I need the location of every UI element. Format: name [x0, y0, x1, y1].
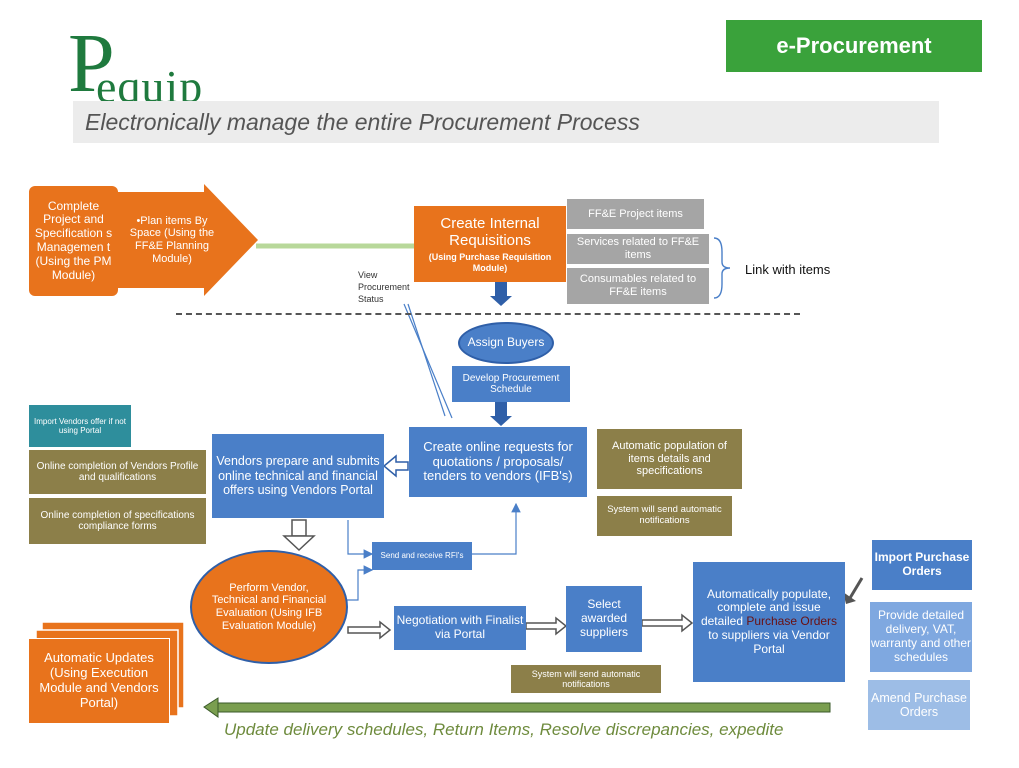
automatic-population-box: Automatic population of items details an…: [597, 429, 742, 489]
bottom-caption: Update delivery schedules, Return Items,…: [224, 720, 784, 739]
auto-populate-po-box: Automatically populate, complete and iss…: [693, 562, 845, 682]
arrow-requisitions-to-buyers-head: [490, 296, 512, 306]
perform-evaluation-ellipse: Perform Vendor, Technical and Financial …: [190, 550, 348, 664]
logo-letter-p: P: [68, 17, 115, 110]
arrow-schedule-to-requests: [495, 402, 507, 416]
amend-po-box: Amend Purchase Orders: [868, 680, 970, 730]
plan-items-arrow-shape: [118, 184, 258, 296]
arrow-select-to-po: [641, 613, 694, 633]
negotiation-box: Negotiation with Finalist via Portal: [394, 606, 526, 650]
consumables-related-box: Consumables related to FF&E items: [567, 268, 709, 304]
link-with-items-label: Link with items: [745, 262, 831, 277]
arrow-schedule-to-requests-head: [490, 416, 512, 426]
return-arrow-body: [217, 702, 831, 713]
arrow-negotiation-to-select: [525, 616, 568, 636]
create-requisitions-box: Create Internal Requisitions (Using Purc…: [414, 206, 566, 282]
online-specs-box: Online completion of specifications comp…: [29, 498, 206, 544]
complete-project-box: Complete Project and Specification s Man…: [29, 186, 118, 296]
view-status-line-1: [403, 303, 453, 419]
develop-schedule-box: Develop Procurement Schedule: [452, 366, 570, 402]
link-brace: [713, 237, 731, 299]
return-arrow-head: [203, 697, 219, 718]
online-vendor-profile-box: Online completion of Vendors Profile and…: [29, 450, 206, 494]
section-divider: [176, 313, 800, 315]
connector-rfi-to-requests: [472, 502, 521, 555]
purchase-orders-highlight: Purchase Orders: [746, 614, 838, 629]
provide-detailed-box: Provide detailed delivery, VAT, warranty…: [870, 602, 972, 672]
e-procurement-banner: e-Procurement: [726, 20, 982, 72]
vendors-prepare-box: Vendors prepare and submits online techn…: [212, 434, 384, 518]
arrow-requests-to-vendors: [382, 454, 409, 478]
arrow-requisitions-to-buyers: [495, 282, 507, 296]
create-online-requests-box: Create online requests for quotations / …: [409, 427, 587, 497]
create-requisitions-title: Create Internal Requisitions: [440, 214, 540, 250]
view-status-line-2: [407, 303, 446, 417]
system-notify-box-1: System will send automatic notifications: [597, 496, 732, 536]
select-suppliers-box: Select awarded suppliers: [566, 586, 642, 652]
ffe-project-items-box: FF&E Project items: [567, 199, 704, 229]
automatic-updates-box: Automatic Updates (Using Execution Modul…: [28, 638, 170, 724]
connector-vendors-to-rfi: [347, 520, 374, 559]
arrow-import-to-po: [848, 577, 864, 599]
arrow-import-to-po-head: [843, 592, 856, 604]
arrow-vendors-to-eval: [291, 519, 307, 537]
arrow-vendors-to-eval-head: [282, 535, 316, 552]
arrow-eval-to-negotiation: [347, 620, 392, 640]
import-po-box: Import Purchase Orders: [872, 540, 972, 590]
view-status-label: View Procurement Status: [358, 270, 410, 305]
plan-items-box: •Plan items By Space (Using the FF&E Pla…: [129, 214, 215, 265]
import-vendors-box: Import Vendors offer if not using Portal: [29, 405, 131, 447]
auto-populate-po-text: Automatically populate, complete and iss…: [700, 586, 838, 656]
create-requisitions-sub: (Using Purchase Requisition Module): [428, 252, 552, 273]
system-notify-box-2: System will send automatic notifications: [511, 665, 661, 693]
tagline: Electronically manage the entire Procure…: [73, 101, 939, 143]
assign-buyers-ellipse: Assign Buyers: [458, 322, 554, 364]
send-receive-rfi-box: Send and receive RFI's: [372, 542, 472, 570]
services-related-box: Services related to FF&E items: [567, 234, 709, 264]
connector-eval-to-rfi: [340, 565, 374, 601]
